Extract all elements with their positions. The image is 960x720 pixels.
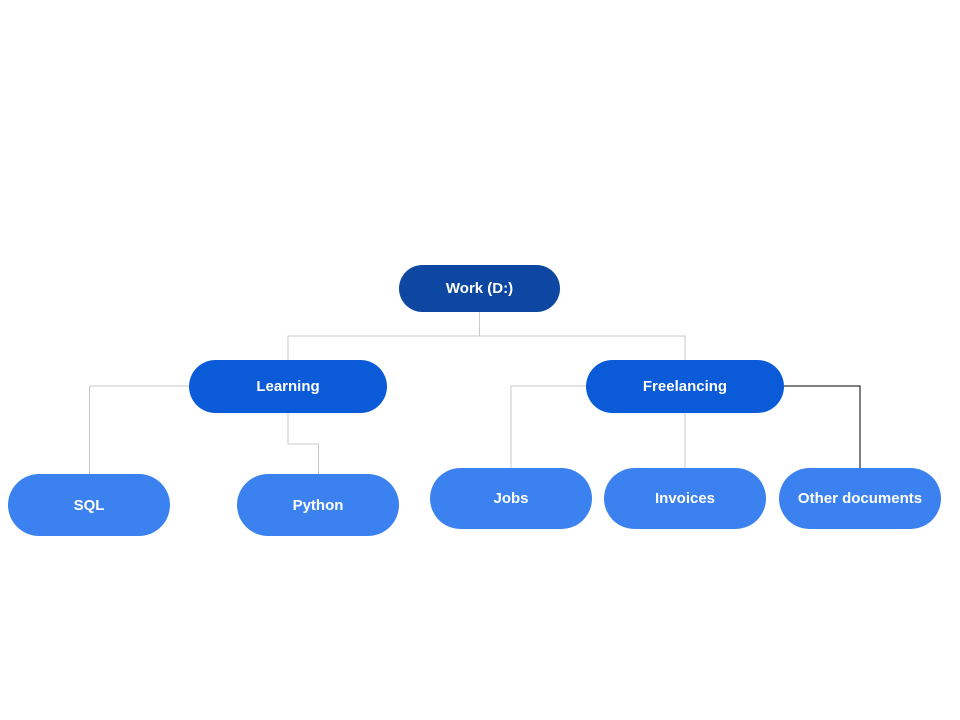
node-work-drive[interactable]: Work (D:)	[399, 265, 560, 312]
node-freelancing[interactable]: Freelancing	[586, 360, 784, 413]
node-label: Learning	[256, 378, 320, 395]
connector-freelancing-jobs	[510, 385, 586, 468]
node-label: Work (D:)	[445, 280, 514, 297]
node-label: Python	[292, 496, 344, 514]
node-label: SQL	[73, 496, 105, 514]
connector-learning-python	[287, 413, 319, 474]
node-other-documents[interactable]: Other documents	[779, 468, 941, 529]
node-sql[interactable]: SQL	[8, 474, 170, 536]
node-learning[interactable]: Learning	[189, 360, 387, 413]
connector-root-freelancing	[479, 335, 686, 360]
node-label: Freelancing	[642, 378, 728, 395]
node-python[interactable]: Python	[237, 474, 399, 536]
node-invoices[interactable]: Invoices	[604, 468, 766, 529]
connector-root-learning	[287, 312, 480, 360]
node-label: Other documents	[797, 490, 923, 507]
connector-learning-sql	[89, 385, 189, 474]
node-label: Jobs	[493, 490, 529, 507]
connector-freelancing-other-documents	[784, 385, 861, 468]
node-jobs[interactable]: Jobs	[430, 468, 592, 529]
node-label: Invoices	[654, 490, 716, 507]
